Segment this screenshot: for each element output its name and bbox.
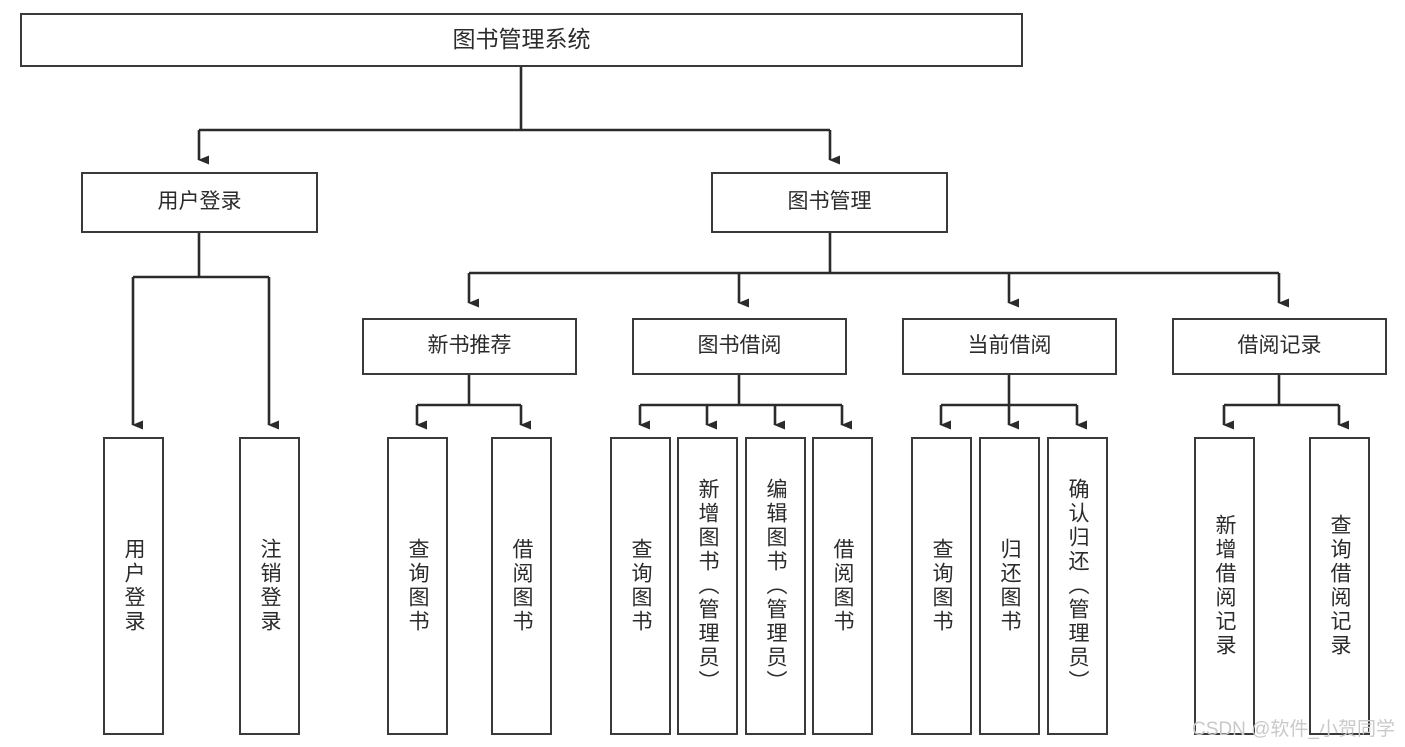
- leaf-edit-book-admin[interactable]: 编辑图书（管理员）: [745, 437, 806, 735]
- leaf-user-login[interactable]: 用户登录: [103, 437, 164, 735]
- node-book-management[interactable]: 图书管理: [711, 172, 948, 233]
- node-borrow-record[interactable]: 借阅记录: [1172, 318, 1387, 375]
- leaf-logout[interactable]: 注销登录: [239, 437, 300, 735]
- node-label: 编辑图书（管理员）: [764, 478, 787, 694]
- node-label: 当前借阅: [967, 334, 1052, 358]
- leaf-add-borrow-record[interactable]: 新增借阅记录: [1194, 437, 1255, 735]
- node-label: 图书管理: [787, 190, 872, 214]
- node-label: 新增借阅记录: [1213, 514, 1236, 658]
- node-book-borrow[interactable]: 图书借阅: [632, 318, 847, 375]
- node-label: 新书推荐: [427, 334, 512, 358]
- node-label: 查询图书: [629, 538, 652, 634]
- node-user-login[interactable]: 用户登录: [81, 172, 318, 233]
- leaf-confirm-return-admin[interactable]: 确认归还（管理员）: [1047, 437, 1108, 735]
- node-label: 用户登录: [122, 538, 145, 634]
- node-label: 查询图书: [406, 538, 429, 634]
- node-label: 用户登录: [157, 190, 242, 214]
- watermark-text: CSDN @软件_小贺同学: [1192, 719, 1395, 740]
- node-root-system[interactable]: 图书管理系统: [20, 13, 1023, 67]
- leaf-add-book-admin[interactable]: 新增图书（管理员）: [677, 437, 738, 735]
- leaf-query-book-current[interactable]: 查询图书: [911, 437, 972, 735]
- node-label: 查询图书: [930, 538, 953, 634]
- node-label: 借阅图书: [510, 538, 533, 634]
- node-label: 图书借阅: [697, 334, 782, 358]
- node-label: 借阅记录: [1237, 334, 1322, 358]
- node-label: 确认归还（管理员）: [1066, 478, 1089, 694]
- node-label: 图书管理系统: [452, 26, 591, 53]
- leaf-query-book-borrow[interactable]: 查询图书: [610, 437, 671, 735]
- leaf-return-book[interactable]: 归还图书: [979, 437, 1040, 735]
- node-label: 新增图书（管理员）: [696, 478, 719, 694]
- node-label: 注销登录: [258, 538, 281, 634]
- node-new-book-recommend[interactable]: 新书推荐: [362, 318, 577, 375]
- leaf-borrow-book[interactable]: 借阅图书: [812, 437, 873, 735]
- node-label: 归还图书: [998, 538, 1021, 634]
- leaf-query-book-new[interactable]: 查询图书: [387, 437, 448, 735]
- node-label: 借阅图书: [831, 538, 854, 634]
- leaf-query-borrow-record[interactable]: 查询借阅记录: [1309, 437, 1370, 735]
- leaf-borrow-book-new[interactable]: 借阅图书: [491, 437, 552, 735]
- node-current-borrow[interactable]: 当前借阅: [902, 318, 1117, 375]
- node-label: 查询借阅记录: [1328, 514, 1351, 658]
